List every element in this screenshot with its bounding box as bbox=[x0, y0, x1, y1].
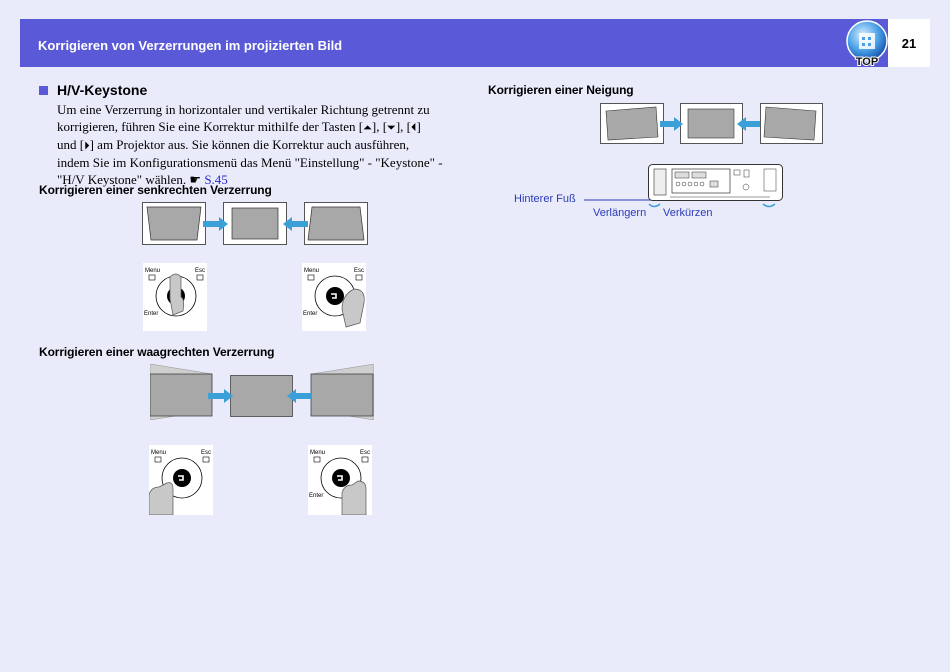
arrow-right-icon bbox=[208, 389, 233, 403]
body-line: indem Sie im Konfigurationsmenü das Menü… bbox=[57, 155, 443, 170]
svg-text:Menu: Menu bbox=[310, 450, 325, 456]
page-number-text: 21 bbox=[901, 35, 917, 51]
keystone-left-key-icon: ⏴ bbox=[411, 121, 417, 134]
keystone-right-key-icon: ⏵ bbox=[84, 139, 90, 152]
svg-text:Enter: Enter bbox=[303, 311, 317, 317]
label-extend: Verlängern bbox=[593, 207, 647, 219]
section-marker bbox=[39, 86, 48, 95]
svg-text:Esc: Esc bbox=[354, 268, 364, 274]
svg-text:Menu: Menu bbox=[145, 268, 160, 274]
projector-rear-view bbox=[584, 164, 783, 208]
arrow-left-icon bbox=[737, 117, 760, 131]
control-pad-horizontal-right: Menu Esc Enter bbox=[308, 445, 372, 516]
top-button[interactable]: TOP bbox=[844, 19, 890, 69]
svg-text:Enter: Enter bbox=[144, 311, 158, 317]
body-line: "H/V Keystone" wählen. ☛ S.45 bbox=[57, 172, 228, 187]
keystone-up-key-icon: ⏶ bbox=[363, 121, 372, 134]
svg-text:Esc: Esc bbox=[201, 450, 211, 456]
pointing-hand-icon: ☛ bbox=[189, 172, 202, 187]
label-rear-foot: Hinterer Fuß bbox=[514, 193, 576, 205]
page-number: 21 bbox=[888, 19, 930, 67]
svg-text:Enter: Enter bbox=[309, 493, 323, 499]
svg-text:Esc: Esc bbox=[360, 450, 370, 456]
arrow-left-icon bbox=[287, 389, 312, 403]
header-title: Korrigieren von Verzerrungen im projizie… bbox=[38, 38, 343, 53]
subhead-horizontal: Korrigieren einer waagrechten Verzerrung bbox=[39, 345, 275, 359]
rear-foot-right-icon bbox=[762, 203, 776, 208]
subhead-vertical: Korrigieren einer senkrechten Verzerrung bbox=[39, 183, 272, 197]
page-header: Korrigieren von Verzerrungen im projizie… bbox=[20, 19, 888, 67]
horizontal-keystone-figure bbox=[150, 364, 374, 420]
svg-text:Menu: Menu bbox=[304, 268, 319, 274]
svg-text:Menu: Menu bbox=[151, 450, 166, 456]
svg-text:Esc: Esc bbox=[195, 268, 205, 274]
keystone-down-key-icon: ⏷ bbox=[387, 121, 396, 134]
tilt-correction-figure bbox=[600, 103, 823, 144]
control-pad-vertical-down: Menu Esc Enter bbox=[302, 263, 366, 331]
body-line: und [⏵] am Projektor aus. Sie können die… bbox=[57, 137, 410, 152]
arrow-left-icon bbox=[283, 217, 308, 231]
label-retract: Verkürzen bbox=[663, 207, 713, 219]
rear-foot-left-icon bbox=[648, 203, 661, 208]
control-pad-horizontal-left: Menu Esc Enter bbox=[148, 445, 213, 516]
control-pad-vertical-up: Menu Esc Enter bbox=[143, 263, 207, 331]
section-title: H/V-Keystone bbox=[57, 82, 148, 98]
arrow-right-icon bbox=[203, 217, 228, 231]
arrow-right-icon bbox=[660, 117, 683, 131]
subhead-tilt: Korrigieren einer Neigung bbox=[488, 83, 634, 97]
vertical-keystone-figure bbox=[142, 202, 368, 245]
top-icon: TOP bbox=[846, 20, 888, 69]
page-link[interactable]: S.45 bbox=[204, 172, 228, 187]
body-line: korrigieren, führen Sie eine Korrektur m… bbox=[57, 119, 421, 134]
svg-text:TOP: TOP bbox=[856, 56, 878, 67]
section-body: Um eine Verzerrung in horizontaler und v… bbox=[57, 101, 467, 188]
body-line: Um eine Verzerrung in horizontaler und v… bbox=[57, 102, 430, 117]
